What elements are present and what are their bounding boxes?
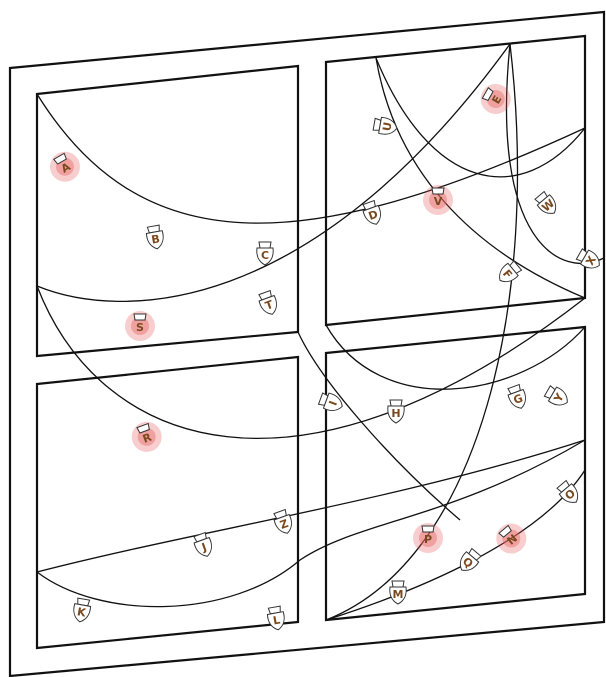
bulb-w: W [533,190,560,218]
wire-2 [37,44,510,301]
bulb-n: N [490,517,532,559]
bulb-u: U [373,116,398,136]
bulb-a: A [45,146,86,187]
bulb-j: J [192,532,215,559]
wire-6 [506,44,604,263]
pane-bottom-right [326,327,585,620]
wire-8 [37,440,585,572]
bulb-i: I [318,391,345,414]
bulb-o: O [555,479,582,507]
bulb-letter: P [424,533,432,546]
bulb-s: S [125,311,155,341]
bulb-c: C [257,242,273,265]
wire-5 [376,58,585,177]
bulb-letter: M [393,588,404,601]
outer-window-frame [10,12,604,676]
wire-3 [37,286,585,438]
bulb-k: K [72,598,92,623]
wire-4 [376,58,585,298]
bulb-socket [259,242,271,248]
bulb-q: Q [455,547,482,575]
bulb-e: E [475,79,516,120]
bulb-socket [432,188,444,194]
wire-1 [37,94,585,223]
bulb-g: G [506,384,529,411]
bulb-t: T [257,290,280,317]
bulb-v: V [423,185,453,215]
bulb-b: B [145,225,165,250]
bulb-socket [390,400,402,406]
bulb-socket [392,581,404,587]
bulb-r: R [127,418,165,456]
pane-top-right [326,36,585,325]
bulb-letter: C [261,249,269,262]
bulb-letter: H [391,407,400,420]
bulb-m: M [390,581,406,604]
bulb-p: P [413,523,443,553]
wire-12 [298,332,460,520]
bulb-h: H [388,400,404,423]
pane-top-left [37,66,298,356]
bulb-socket [134,314,146,320]
bulb-letter: V [434,195,443,208]
bulb-y: Y [543,384,571,410]
bulb-z: Z [272,509,295,536]
bulb-letter: S [136,321,144,334]
bulb-l: L [266,606,286,631]
wire-7 [326,325,585,389]
bulb-d: D [361,200,384,227]
bulb-socket [422,526,434,532]
